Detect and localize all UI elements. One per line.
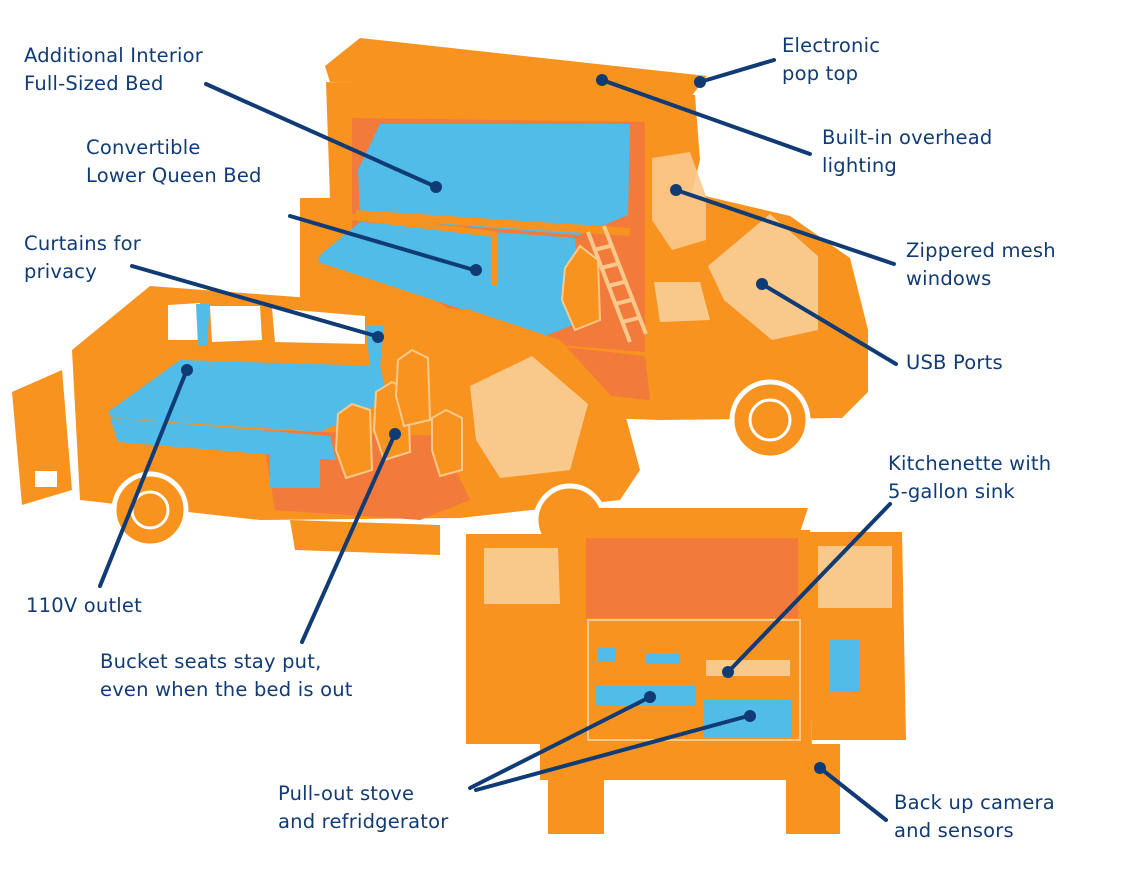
callout-mesh-windows: Zippered mesh windows [906,239,1056,290]
callout-kitchenette: Kitchenette with 5-gallon sink [888,452,1052,503]
dot-kitchen [722,666,734,678]
leader-outlet [98,370,188,588]
callout-backup-camera: Back up camera and sensors [894,791,1055,842]
callout-convertible-queen-bed: Convertible Lower Queen Bed [86,136,262,187]
callout-stove-fridge: Pull-out stove and refridgerator [278,782,449,833]
callout-curtains: Curtains for privacy [24,232,141,283]
leader-bed-upper [204,82,436,188]
dot-bed-upper [430,181,442,193]
dot-curtains [372,331,384,343]
dot-mesh [670,184,682,196]
rear-kitchen-van [466,508,906,834]
leader-stove-a [468,696,650,790]
leader-bed-lower [288,214,476,272]
callout-bucket-seats: Bucket seats stay put, even when the bed… [100,650,353,701]
callout-additional-interior-bed: Additional Interior Full-Sized Bed [24,44,204,95]
dot-bed-lower [470,264,482,276]
leader-usb [760,282,898,366]
leader-curtains [130,264,378,338]
side-door-van [12,286,640,557]
leader-kitchen [728,502,892,672]
leader-stove-b [474,714,750,792]
callout-overhead-lighting: Built-in overhead lighting [822,126,993,177]
leader-camera [818,766,888,822]
leader-pop-top [698,58,776,84]
dot-seats [389,428,401,440]
dot-camera [814,762,826,774]
callout-outlet: 110V outlet [26,594,142,617]
leader-lines [98,58,898,822]
marker-dots [181,74,826,774]
dot-stove [644,691,656,703]
dot-pop-top [694,76,706,88]
dot-fridge [744,710,756,722]
leader-mesh [674,188,896,266]
dot-lighting [596,74,608,86]
leader-seats [300,434,396,644]
dot-usb [756,278,768,290]
leader-lighting [600,78,812,156]
callout-pop-top: Electronic pop top [782,34,881,85]
callout-usb-ports: USB Ports [906,351,1003,374]
dot-outlet [181,364,193,376]
